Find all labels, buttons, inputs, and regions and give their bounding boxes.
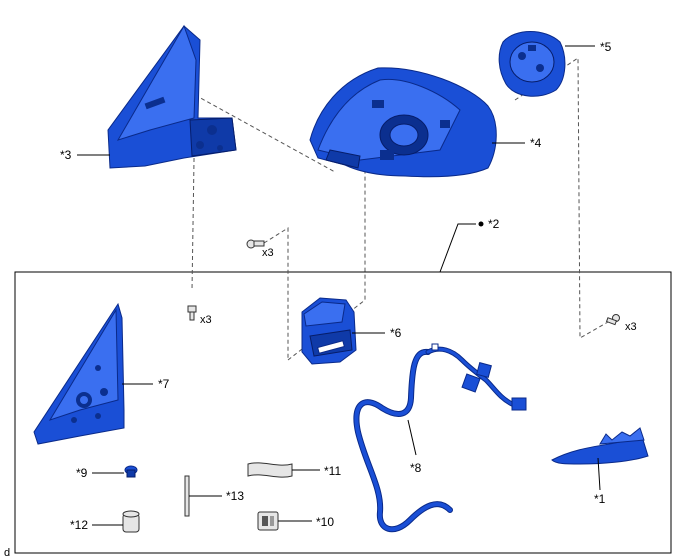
label-p7: *7 bbox=[158, 377, 170, 391]
clip bbox=[124, 465, 138, 478]
label-p13: *13 bbox=[226, 489, 244, 503]
label-p1: *1 bbox=[594, 492, 606, 506]
mirror-base-bracket bbox=[107, 24, 237, 169]
bracket-plate bbox=[33, 302, 125, 445]
label-p4: *4 bbox=[530, 136, 542, 150]
dash-line-p3-p4 bbox=[194, 94, 336, 173]
qty-screw-left: x3 bbox=[200, 314, 212, 326]
screw-left bbox=[187, 305, 197, 321]
dash-line-screw-p6 bbox=[263, 227, 289, 360]
qty-screw-right: x3 bbox=[625, 321, 637, 333]
mirror-actuator bbox=[498, 31, 566, 97]
screw-right bbox=[605, 314, 620, 326]
cushion bbox=[122, 510, 140, 533]
mirror-cover-piece bbox=[551, 427, 649, 465]
leader-p8 bbox=[407, 419, 417, 456]
label-p8: *8 bbox=[410, 461, 422, 475]
wire-harness bbox=[353, 343, 527, 533]
label-p3: *3 bbox=[60, 148, 72, 162]
label-p2: *2 bbox=[488, 217, 500, 231]
dash-line-p5-screw bbox=[514, 57, 609, 339]
label-p6: *6 bbox=[390, 326, 402, 340]
tape bbox=[247, 462, 293, 478]
label-p5: *5 bbox=[600, 40, 612, 54]
leader-p1 bbox=[597, 457, 601, 491]
corner-mark: d bbox=[4, 547, 10, 559]
dash-line-p3-screw bbox=[191, 94, 196, 291]
retractor-motor bbox=[301, 297, 357, 365]
label-p12: *12 bbox=[70, 518, 88, 532]
label-p11: *11 bbox=[324, 464, 341, 478]
connector bbox=[257, 511, 279, 531]
rod bbox=[184, 475, 190, 517]
qty-screw-top: x3 bbox=[262, 247, 274, 259]
mirror-housing bbox=[309, 67, 497, 178]
screw-top bbox=[246, 239, 265, 249]
subassembly-frame bbox=[14, 271, 672, 554]
leader-p2 bbox=[439, 223, 476, 273]
label-p9: *9 bbox=[76, 466, 88, 480]
p2-dot-marker bbox=[478, 221, 484, 227]
label-p10: *10 bbox=[316, 515, 334, 529]
